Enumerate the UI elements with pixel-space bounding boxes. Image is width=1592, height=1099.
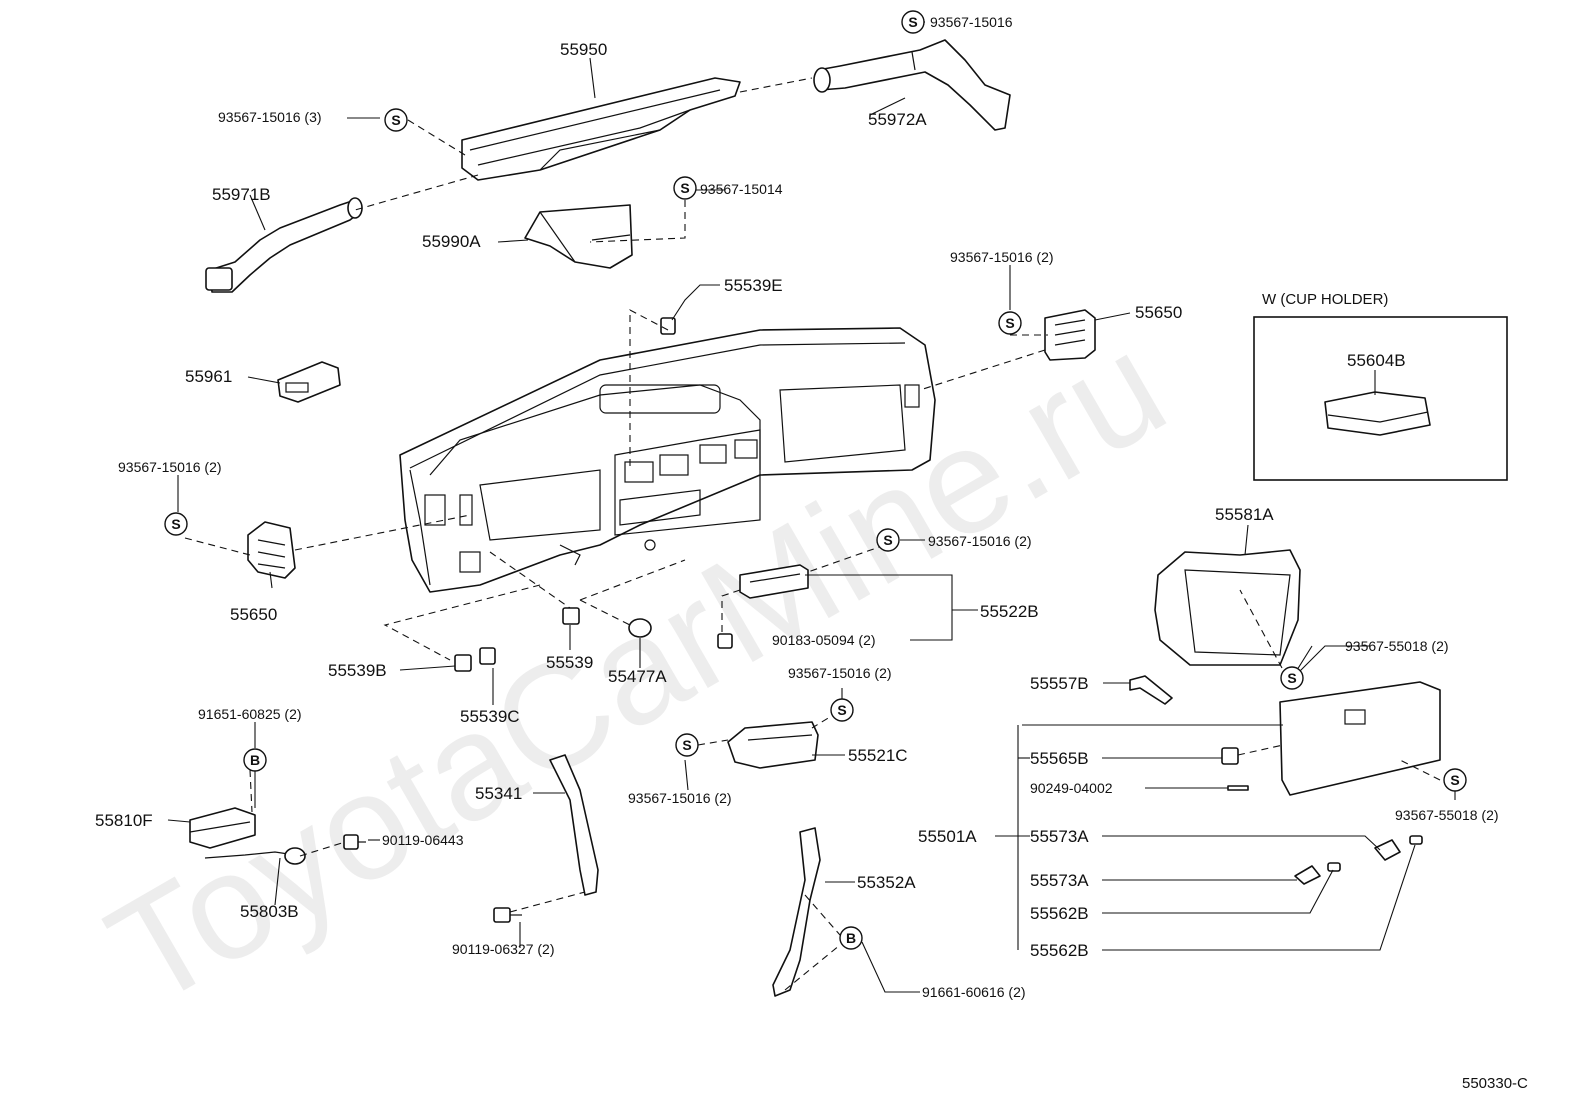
label-93567-15016-2-right: 93567-15016 (2) <box>950 249 1054 265</box>
callout-b: B <box>250 752 260 768</box>
latch-55565B <box>1221 747 1239 765</box>
label-55573A-1: 55573A <box>1030 827 1089 846</box>
callout-s: S <box>908 14 917 30</box>
clip-55539E <box>660 317 676 335</box>
harness-55803B <box>204 847 306 865</box>
pin-90249-04002 <box>1227 785 1249 791</box>
label-93567-15016-top: 93567-15016 <box>930 14 1013 30</box>
label-93567-15016-2-left: 93567-15016 (2) <box>118 459 222 475</box>
callout-s: S <box>837 702 846 718</box>
label-55950: 55950 <box>560 40 607 59</box>
side-defroster-duct-55972A <box>813 39 1011 131</box>
glove-box-housing-55581A <box>1154 549 1301 666</box>
label-55539B: 55539B <box>328 661 387 680</box>
label-55971B: 55971B <box>212 185 271 204</box>
label-55961: 55961 <box>185 367 232 386</box>
label-55562B-2: 55562B <box>1030 941 1089 960</box>
cup-holder-55604B <box>1324 391 1431 436</box>
label-93567-15016-2-bottom: 93567-15016 (2) <box>628 790 732 806</box>
label-55990A: 55990A <box>422 232 481 251</box>
bolt-callouts: B B <box>243 748 863 950</box>
dashed-guide-lines <box>184 77 1441 991</box>
label-55522B: 55522B <box>980 602 1039 621</box>
callout-s: S <box>391 112 400 128</box>
label-55341: 55341 <box>475 784 522 803</box>
label-55539: 55539 <box>546 653 593 672</box>
defroster-nozzle-55950 <box>461 77 741 181</box>
stopper-55573A-upper <box>1374 839 1401 861</box>
label-55650-right: 55650 <box>1135 303 1182 322</box>
label-90119-06327: 90119-06327 (2) <box>452 941 554 957</box>
brace-55341 <box>549 754 599 896</box>
spring-55562B-upper <box>1327 862 1341 872</box>
nut-90183-05094 <box>717 633 733 649</box>
diagram-code: 550330-C <box>1462 1075 1528 1092</box>
brace-55352A <box>772 827 821 997</box>
label-55972A: 55972A <box>868 110 927 129</box>
bolt-90119-06443 <box>343 834 366 850</box>
label-90119-06443: 90119-06443 <box>382 832 464 848</box>
label-55352A: 55352A <box>857 873 916 892</box>
callout-s: S <box>1450 772 1459 788</box>
side-vent-55650-left <box>247 521 296 579</box>
side-vent-55650-right <box>1044 309 1096 361</box>
side-defroster-duct-55971B <box>205 197 363 293</box>
label-55539C: 55539C <box>460 707 520 726</box>
bolt-90119-06327 <box>493 907 522 923</box>
label-55501A: 55501A <box>918 827 977 846</box>
stopper-55557B <box>1129 675 1173 705</box>
inset-title: W (CUP HOLDER) <box>1262 291 1388 308</box>
label-93567-15016-3: 93567-15016 (3) <box>218 109 322 125</box>
label-55810F: 55810F <box>95 811 153 830</box>
spring-55562B-lower <box>1409 835 1423 845</box>
label-55562B-1: 55562B <box>1030 904 1089 923</box>
stopper-55573A-lower <box>1294 865 1321 885</box>
label-55650-left: 55650 <box>230 605 277 624</box>
label-55581A: 55581A <box>1215 505 1274 524</box>
relay-55810F <box>189 807 256 849</box>
label-55604B: 55604B <box>1347 351 1406 370</box>
label-55521C: 55521C <box>848 746 908 765</box>
clip-55539C <box>479 647 496 665</box>
label-90183-05094: 90183-05094 (2) <box>772 632 876 648</box>
callout-b: B <box>846 930 856 946</box>
label-55557B: 55557B <box>1030 674 1089 693</box>
part-labels: 55950 93567-15016 93567-15016 (3) 55972A… <box>95 14 1528 1092</box>
callout-s: S <box>1287 670 1296 686</box>
leader-lines <box>167 21 1456 993</box>
grommet-55477A <box>628 618 652 638</box>
label-93567-15016-2-center: 93567-15016 (2) <box>788 665 892 681</box>
callout-s: S <box>680 180 689 196</box>
cup-holder-inset-box <box>1253 316 1508 481</box>
label-93567-15014: 93567-15014 <box>700 181 783 197</box>
callout-s: S <box>682 737 691 753</box>
label-93567-55018-2-upper: 93567-55018 (2) <box>1345 638 1449 654</box>
label-55477A: 55477A <box>608 667 667 686</box>
label-91661-60616: 91661-60616 (2) <box>922 984 1026 1000</box>
callout-s: S <box>1005 315 1014 331</box>
callout-s: S <box>883 532 892 548</box>
clip-55539 <box>562 607 580 625</box>
label-55803B: 55803B <box>240 902 299 921</box>
label-55565B: 55565B <box>1030 749 1089 768</box>
instrument-panel <box>399 327 936 593</box>
clip-55539B <box>454 654 472 672</box>
duct-55990A <box>524 204 633 269</box>
label-90249-04002: 90249-04002 <box>1030 780 1113 796</box>
label-91651-60825: 91651-60825 (2) <box>198 706 302 722</box>
glove-box-door <box>1279 681 1441 796</box>
callout-s: S <box>171 516 180 532</box>
pocket-55521C <box>727 721 819 769</box>
label-93567-55018-2-lower: 93567-55018 (2) <box>1395 807 1499 823</box>
label-93567-15016-2-mid: 93567-15016 (2) <box>928 533 1032 549</box>
vent-55961 <box>277 361 341 403</box>
screw-callouts: S S S S S S S S S S <box>164 10 1467 792</box>
box-55522B <box>739 564 809 599</box>
label-55573A-2: 55573A <box>1030 871 1089 890</box>
label-55539E: 55539E <box>724 276 783 295</box>
